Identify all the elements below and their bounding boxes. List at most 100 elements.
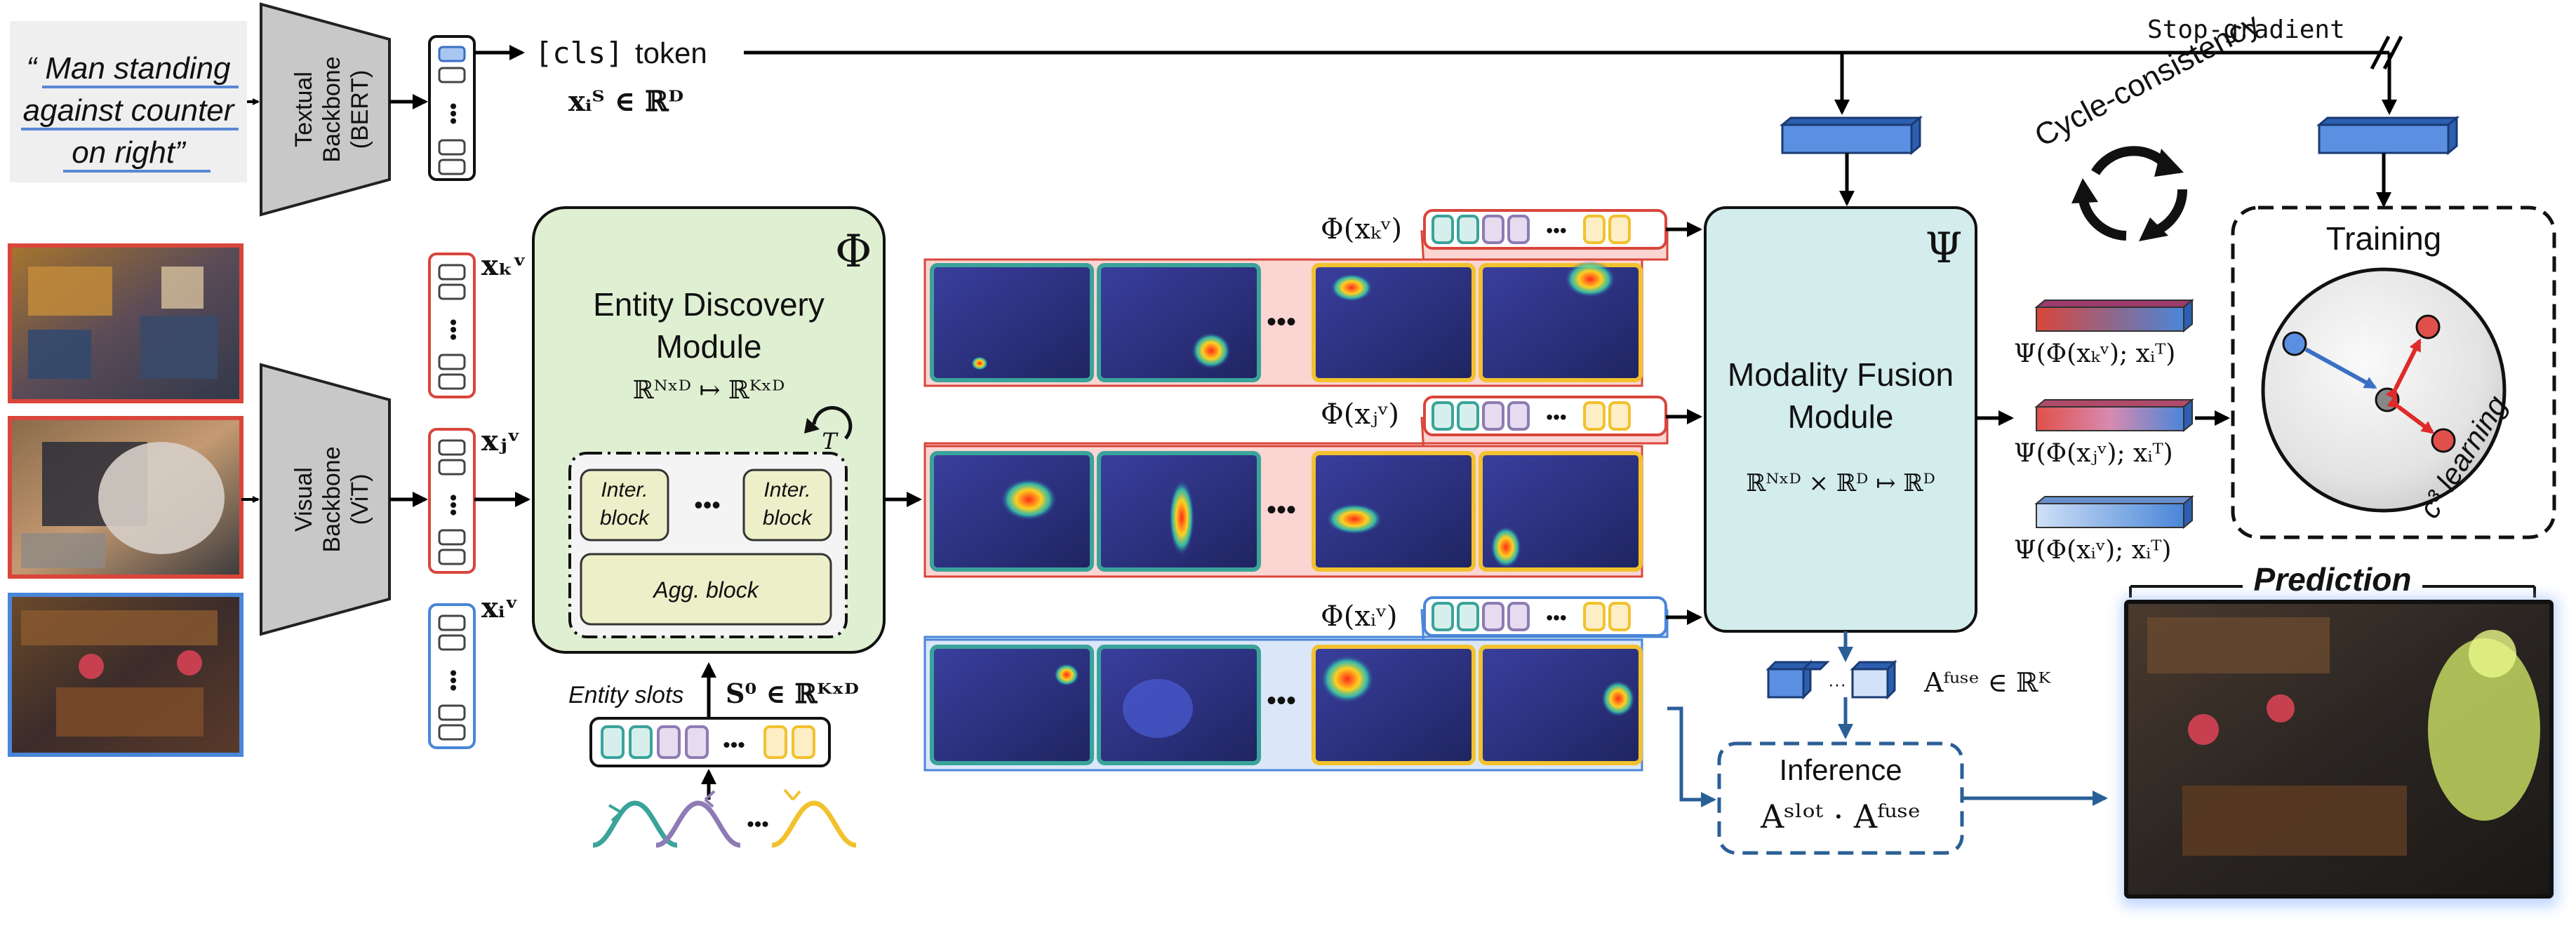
cls-word: token <box>635 36 707 69</box>
training-title: Training <box>2326 220 2441 257</box>
psi-mapping: ℝᴺˣᴰ × ℝᴰ ↦ ℝᴰ <box>1746 469 1935 497</box>
slot-vector-k: ••• <box>1423 209 1667 250</box>
afuse-cubes: ··· <box>1766 659 1897 700</box>
inter-block-1-line-1: Inter. <box>601 478 648 502</box>
slot-vector-i: ••• <box>1423 596 1667 637</box>
inference-formula: Aˢˡᵒᵗ · Aᶠᵘˢᵉ <box>1760 798 1921 835</box>
visual-backbone-label-3: (ViT) <box>347 473 373 525</box>
slot-map-row-j: ••• <box>923 417 1669 578</box>
textual-backbone: Textual Backbone (BERT) <box>260 2 391 217</box>
embedding-anchor <box>2375 387 2400 412</box>
stop-gradient-label: Stop-gradient <box>2147 15 2345 44</box>
phi-symbol: Φ <box>835 226 872 278</box>
psi-symbol: Ψ <box>1926 224 1963 273</box>
psi-title-1: Modality Fusion <box>1728 356 1954 393</box>
psi-output-i-label: Ψ(Φ(xᵢᵛ); xᵢᵀ) <box>2014 536 2171 565</box>
svg-text:•••: ••• <box>1267 685 1296 716</box>
query-caption: “ Man standing against counter on right” <box>10 21 247 182</box>
slot-map-row-k: ••• <box>923 230 1669 387</box>
phi-title-2: Module <box>656 328 762 365</box>
pull-arrow <box>2304 347 2377 389</box>
modality-fusion-module: Ψ Modality Fusion Module ℝᴺˣᴰ × ℝᴰ ↦ ℝᴰ <box>1704 206 1977 633</box>
psi-text-projection <box>1779 115 1923 156</box>
stop-gradient-tick-1 <box>2370 35 2391 70</box>
push-arrow-k <box>2385 338 2422 401</box>
training-text-projection <box>2316 115 2460 156</box>
feature-stack-i: ••• <box>428 603 476 749</box>
prediction-panel: Prediction <box>2122 561 2557 906</box>
embedding-point-i <box>2282 331 2307 356</box>
svg-text:•••: ••• <box>747 813 769 836</box>
caption-line-2: against counter <box>23 93 236 128</box>
cls-formula: xᵢᵀ ∈ ℝᴰ <box>568 85 683 118</box>
stop-gradient-tick-2 <box>2382 35 2403 70</box>
feature-label-k: xₖᵛ <box>481 249 526 282</box>
input-image-k <box>8 243 243 403</box>
iteration-T: T <box>822 428 839 455</box>
cls-token-cell <box>438 46 466 62</box>
prediction-title: Prediction <box>2254 561 2412 598</box>
svg-text:•••: ••• <box>1546 607 1566 628</box>
caption-line-1: “ Man standing <box>26 51 231 86</box>
feature-label-j: xⱼᵛ <box>481 424 521 457</box>
cycle-consistency-icon <box>2071 146 2188 241</box>
predicted-mask <box>2428 638 2540 821</box>
psi-output-j-label: Ψ(Φ(xⱼᵛ); xᵢᵀ) <box>2014 439 2173 468</box>
inter-block-1 <box>580 469 669 542</box>
entity-slots-row: ••• <box>589 717 831 767</box>
textual-backbone-label-2: Backbone <box>319 56 345 162</box>
inter-block-2-line-1: Inter. <box>763 478 810 502</box>
psi-output-i-bar <box>2034 495 2194 530</box>
slot-vector-j: ••• <box>1423 396 1667 436</box>
psi-title-2: Module <box>1788 398 1894 435</box>
input-image-i <box>8 593 243 757</box>
feature-stack-k: ••• <box>428 253 476 398</box>
svg-text:•••: ••• <box>441 494 465 516</box>
psi-output-k-bar <box>2034 298 2194 333</box>
agg-block <box>580 553 832 626</box>
svg-text:•••: ••• <box>441 669 465 692</box>
caption-background <box>10 21 247 182</box>
svg-text:•••: ••• <box>1546 220 1566 241</box>
textual-backbone-trapezoid <box>260 2 391 217</box>
afuse-formula: Aᶠᵘˢᵉ ∈ ℝᴷ <box>1923 667 2051 698</box>
svg-text:•••: ••• <box>1267 495 1296 525</box>
push-arrow-j <box>2387 396 2435 434</box>
inter-block-1-line-2: block <box>600 506 650 530</box>
entity-slots-label: Entity slots <box>568 682 683 708</box>
inference-title: Inference <box>1779 753 1902 786</box>
phi-label-j: Φ(xⱼᵛ) <box>1321 398 1399 431</box>
gaussian-prior-icons: ••• <box>592 788 857 848</box>
inter-block-2 <box>742 469 832 542</box>
embedding-point-j <box>2431 428 2456 453</box>
inter-block-2-line-2: block <box>763 506 813 530</box>
text-token-stack: ••• <box>428 35 476 181</box>
iteration-loop-icon <box>812 405 853 440</box>
textual-backbone-label-1: Textual <box>291 72 317 147</box>
feature-stack-j: ••• <box>428 428 476 574</box>
agg-block-label: Agg. block <box>652 577 759 603</box>
phi-title-1: Entity Discovery <box>593 286 825 323</box>
caption-line-3: on right” <box>72 135 187 170</box>
svg-text:•••: ••• <box>1546 406 1566 428</box>
phi-label-i: Φ(xᵢᵛ) <box>1321 600 1398 633</box>
visual-backbone-label-1: Visual <box>291 467 317 532</box>
embedding-point-k <box>2415 314 2441 339</box>
inter-block-ellipsis: ••• <box>694 490 721 519</box>
slot-to-inference-arrow <box>1667 706 1716 807</box>
visual-backbone-label-2: Backbone <box>319 446 345 552</box>
psi-output-j-bar <box>2034 398 2194 433</box>
svg-text:•••: ••• <box>441 318 465 341</box>
psi-output-k-label: Ψ(Φ(xₖᵛ); xᵢᵀ) <box>2014 339 2175 368</box>
visual-backbone: Visual Backbone (ViT) <box>260 363 391 636</box>
svg-text:···: ··· <box>1828 673 1846 694</box>
phi-label-k: Φ(xₖᵛ) <box>1321 213 1402 246</box>
svg-text:•••: ••• <box>441 102 465 125</box>
cls-code: [cls] <box>535 36 623 70</box>
entity-discovery-module: Φ Entity Discovery Module ℝᴺˣᴰ ↦ ℝᴷˣᴰ T … <box>532 206 886 654</box>
svg-text:•••: ••• <box>723 734 745 757</box>
feature-label-i: xᵢᵛ <box>481 591 519 624</box>
input-image-j <box>8 416 243 579</box>
training-box: Training <box>2231 206 2556 539</box>
